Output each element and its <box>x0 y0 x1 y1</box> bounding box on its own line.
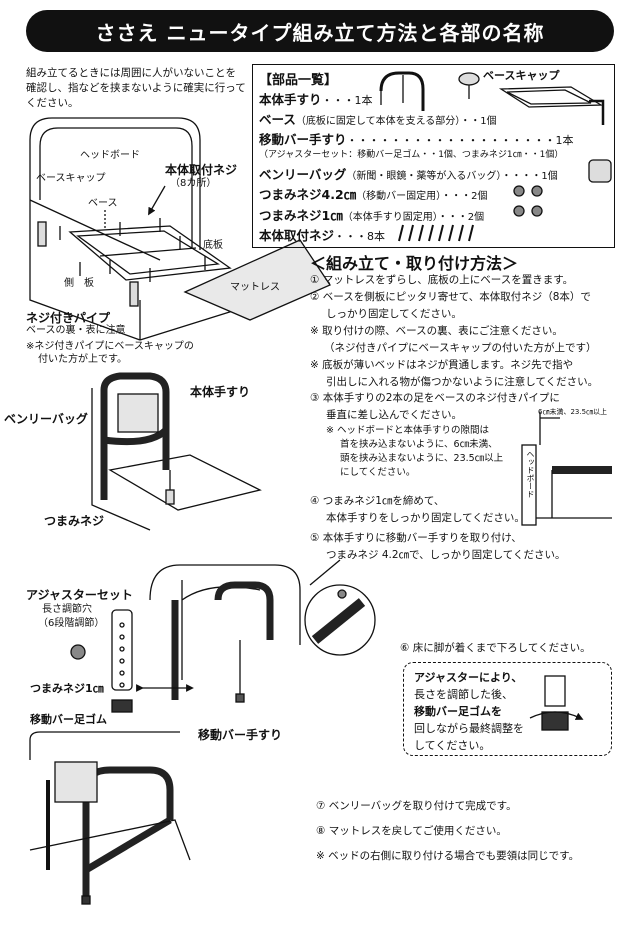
screw-pipe-label: ネジ付きパイプ <box>26 311 111 325</box>
main-screw-label: 本体取付ネジ <box>165 163 238 177</box>
part-row-main-rail: 本体手すり・・・1本 <box>259 92 373 107</box>
page-title: ささえ ニュータイプ組み立て方法と各部の名称 <box>26 10 614 52</box>
gap-note: ※ ヘッドボードと本体手すりの隙間は 首を挟み込まないように、6㎝未満、 頭を挟… <box>326 425 504 478</box>
part-row-base: ベース（底板に固定して本体を支える部分）・・1個 <box>259 112 497 127</box>
part-row-knob-1: つまみネジ1㎝（本体手すり固定用）・・・2個 <box>259 208 485 223</box>
part-row-bag: ベンリーバッグ（新聞・眼鏡・薬等が入るバッグ）・・・・1個 <box>259 167 558 182</box>
intro-text: 組み立てるときには周囲に人がいないことを 確認し、指などを挟まないように確実に行… <box>26 67 246 109</box>
screw-pipe-note-2: ※ネジ付きパイプにベースキャップの <box>26 341 194 352</box>
step-1: ① マットレスをずらし、底板の上にベースを置きます。 ② ベースを側板にピッタリ… <box>310 274 599 388</box>
headboard-vertical-label: ヘッドボード <box>526 450 535 498</box>
method-heading: ＜組み立て・取り付け方法＞ <box>310 254 519 273</box>
mattress-label: マットレス <box>230 282 280 293</box>
length-holes-steps: （6段階調節） <box>38 618 105 629</box>
final-steps: ⑦ ベンリーバッグを取り付けて完成です。 ⑧ マットレスを戻してご使用ください。… <box>316 800 580 862</box>
knob-label: つまみネジ <box>44 514 105 528</box>
knob-1cm-label: つまみネジ1㎝ <box>30 682 104 695</box>
step-3: ③ 本体手すりの2本の足をベースのネジ付きパイプに 垂直に差し込んでください。 <box>310 392 560 421</box>
bag-label: ベンリーバッグ <box>4 412 88 426</box>
parts-base-cap-label: ベースキャップ <box>483 69 560 82</box>
part-row-screw: 本体取付ネジ・・・8本 <box>259 228 386 243</box>
adjuster-note-box: アジャスターにより、 長さを調節した後、 移動バー足ゴムを 回しながら最終調整を… <box>403 662 612 756</box>
parts-illustrations <box>379 71 612 242</box>
main-rail-label: 本体手すり <box>190 385 251 399</box>
foot-rubber-label: 移動バー足ゴム <box>30 713 107 726</box>
main-screw-count: （8カ所） <box>170 178 217 189</box>
part-row-move-bar: 移動バー手すり・・・・・・・・・・・・・・・・・・・1本 <box>259 132 574 147</box>
screw-pipe-note-3: 付いた方が上です。 <box>38 354 127 365</box>
step-6: ⑥ 床に脚が着くまで下ろしてください。 <box>400 642 591 654</box>
adjuster-set-label: アジャスターセット <box>26 588 133 602</box>
part-row-adjuster: （アジャスターセット：移動バー足ゴム・・1個、つまみネジ1㎝・・1個） <box>259 150 564 160</box>
headboard-label: ヘッドボード <box>80 150 140 161</box>
base-cap-label: ベースキャップ <box>36 173 106 184</box>
gap-label: 6㎝未満、23.5㎝以上 <box>538 408 608 416</box>
step-5: ⑤ 本体手すりに移動バー手すりを取り付け、 つまみネジ 4.2㎝で、しっかり固定… <box>310 532 566 561</box>
length-holes-label: 長さ調節穴 <box>42 604 92 615</box>
screw-pipe-note: ベースの裏・表に注意 <box>26 325 126 336</box>
parts-list-box: 【部品一覧】 ベースキャップ 本体手すり・・・1本 ベース（底板に固定して本体を… <box>252 64 615 248</box>
move-bar-label: 移動バー手すり <box>198 728 283 742</box>
bottom-board-label: 底板 <box>203 240 223 251</box>
part-row-knob-42: つまみネジ4.2㎝（移動バー固定用）・・・2個 <box>259 187 488 202</box>
base-label: ベース <box>88 198 118 209</box>
parts-heading: 【部品一覧】 <box>259 73 338 88</box>
step-4: ④ つまみネジ1㎝を締めて、 本体手すりをしっかり固定してください。 <box>310 495 525 524</box>
side-board-label: 側 板 <box>64 278 94 289</box>
